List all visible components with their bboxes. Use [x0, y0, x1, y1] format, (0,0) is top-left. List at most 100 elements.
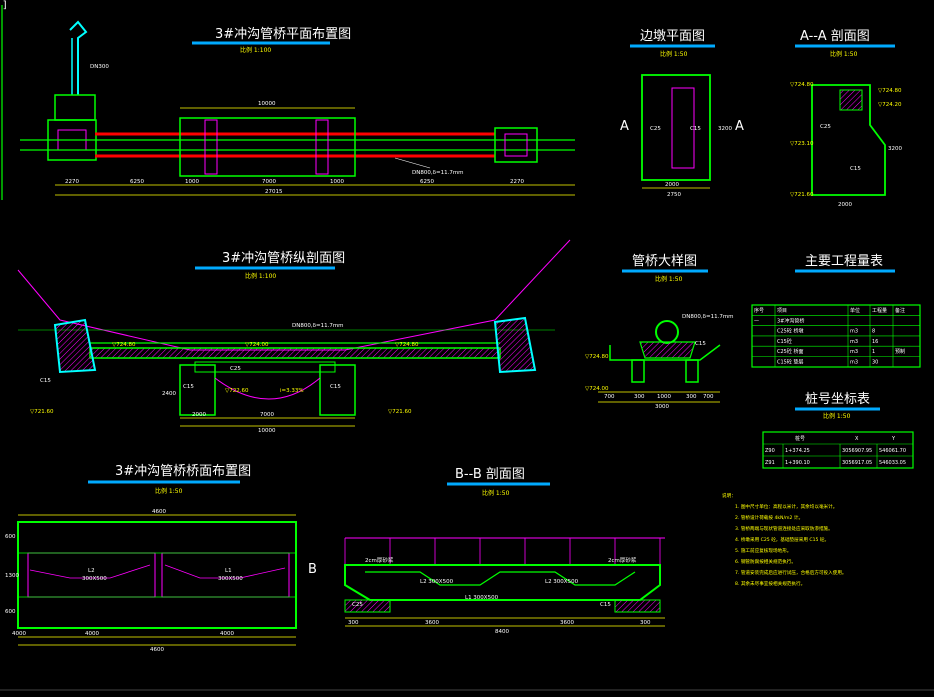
- bridge-plan: 3#冲沟管桥桥面布置图 比例 1:50 L2 300X500 L1 300X50…: [5, 464, 297, 653]
- notes-line: 2. 管桥设计荷载按 4kN/m2 计。: [735, 514, 803, 521]
- section-bb-title: B--B 剖面图: [455, 467, 525, 482]
- plan-dim-4: 7000: [262, 179, 276, 185]
- notes-line: 6. 钢管防腐按相关规范执行。: [735, 558, 796, 565]
- quantities-cell: 30: [872, 360, 878, 366]
- section-aa-pipe-seat: [839, 89, 863, 111]
- long-el-mid: ▽724.00: [245, 342, 269, 348]
- coords-table: [762, 431, 914, 469]
- notes: 说明： 1. 图中尺寸单位：高程以米计，其余均以毫米计。2. 管桥设计荷载按 4…: [722, 492, 847, 587]
- quantities-cell: C15砼 垫层: [777, 359, 803, 366]
- bb-l2a: L2 300X500: [420, 579, 454, 585]
- plan-bridge-outer: [179, 117, 356, 177]
- section-bb-scale: 比例 1:50: [482, 489, 510, 497]
- bb-slab-right: 2cm厚砂浆: [608, 556, 637, 564]
- bridge-plan-left-2: 1300: [5, 573, 19, 579]
- long-pier-left: [179, 364, 216, 416]
- notes-line: 8. 其余未尽事宜按相关规范执行。: [735, 580, 805, 587]
- plan-title: 3#冲沟管桥平面布置图: [215, 27, 351, 42]
- detail-el-1: ▽724.80: [585, 354, 609, 360]
- long-el-low-left: ▽721.60: [30, 409, 54, 415]
- coords-cell: Z91: [765, 460, 775, 466]
- bb-d2: 3600: [425, 620, 439, 626]
- quantities-cell: m3: [850, 360, 858, 366]
- quantities-cell: 项目: [777, 308, 787, 314]
- quantities-cell: 预制: [895, 348, 905, 355]
- detail-beam-left: [631, 359, 645, 383]
- long-pipe-label: DN800,δ=11.7mm: [292, 323, 344, 329]
- bridge-plan-leader-l2: [29, 564, 151, 579]
- coords-cell: 546061.70: [879, 448, 906, 454]
- quantities-cell: 单位: [850, 307, 860, 314]
- inlet-label: DN300: [90, 64, 109, 70]
- plan-dim-total: 27015: [265, 189, 283, 195]
- plan-pipe-leader: [394, 157, 431, 169]
- bridge-plan-l2-size: 300X500: [82, 576, 107, 582]
- aa-el-1: ▽724.80: [790, 82, 814, 88]
- detail-d3: 1000: [657, 394, 671, 400]
- detail-c15: C15: [695, 341, 706, 347]
- quantities-cell: C15砼: [777, 338, 792, 345]
- quantities-cell: m3: [850, 339, 858, 345]
- bb-total: 8400: [495, 629, 509, 635]
- mark-b: B: [308, 562, 317, 577]
- aa-height: 3200: [888, 146, 902, 152]
- notes-line: 4. 桥墩采用 C25 砼，基础垫层采用 C15 砼。: [735, 536, 829, 543]
- plan-pipe-label: DN800,δ=11.7mm: [412, 170, 464, 176]
- bridge-plan-outer: [17, 521, 297, 629]
- aa-el-5: ▽721.60: [790, 192, 814, 198]
- plan-dim-3: 1000: [185, 179, 199, 185]
- mark-a-right: A: [735, 119, 744, 134]
- long-left-abutment: [53, 318, 97, 374]
- detail-pipe-label: DN800,δ=11.7mm: [682, 314, 734, 320]
- section-aa-scale: 比例 1:50: [830, 50, 858, 58]
- coords-cell: 1+374.25: [785, 448, 810, 454]
- abutment-height: 3200: [718, 126, 732, 132]
- coords-cell: 3056907.95: [842, 448, 872, 454]
- bridge-plan-btotal: 4600: [150, 647, 164, 653]
- bridge-plan-title: 3#冲沟管桥桥面布置图: [115, 464, 251, 479]
- abutment-outer: [641, 74, 711, 181]
- quantities-cell: 1: [872, 349, 875, 355]
- bridge-plan-b1: 4000: [12, 631, 26, 637]
- detail-el-2: ▽724.00: [585, 386, 609, 392]
- longitudinal-section: 3#冲沟管桥纵剖面图 比例 1:100 DN800,δ=11.7mm ▽724.…: [17, 239, 571, 434]
- long-dim-c: 7000: [260, 412, 274, 418]
- long-slope: i=3.33%: [280, 388, 304, 394]
- long-deck: [89, 347, 501, 359]
- bb-slab-left: 2cm厚砂浆: [365, 556, 394, 564]
- section-aa: A--A 剖面图 比例 1:50 ▽724.80 ▽724.80 ▽724.20…: [790, 29, 902, 208]
- plan-right-inner: [504, 133, 528, 157]
- section-bb: B--B 剖面图 比例 1:50 B 2cm厚砂浆 2cm厚砂浆 L2 300X…: [308, 467, 665, 635]
- long-el-bottom: ▽722.60: [225, 388, 249, 394]
- quantities-cell: m3: [850, 329, 858, 335]
- plan-right-abutment: [494, 127, 538, 163]
- coords-title: 桩号坐标表: [805, 392, 870, 407]
- long-c15-a: C15: [183, 384, 194, 390]
- bridge-plan-left-3: 600: [5, 609, 16, 615]
- quantities-cell: 序号: [754, 307, 764, 314]
- detail-pipe-circle: [655, 320, 679, 344]
- long-c25: C25: [230, 366, 241, 372]
- abutment-inner: [671, 87, 695, 169]
- section-aa-body: [811, 84, 886, 196]
- abutment-title: 边墩平面图: [640, 29, 705, 44]
- notes-lines: 1. 图中尺寸单位：高程以米计，其余均以毫米计。2. 管桥设计荷载按 4kN/m…: [735, 503, 847, 587]
- long-c15-b: C15: [330, 384, 341, 390]
- plan-pier-right: [315, 119, 329, 175]
- detail-d4: 300: [686, 394, 697, 400]
- bridge-plan-top-dim: 4600: [152, 509, 166, 515]
- bb-base-left: [344, 599, 391, 613]
- mark-a-left: A: [620, 119, 629, 134]
- long-pier-right: [319, 364, 356, 416]
- quantities-cell: 8: [872, 329, 875, 335]
- aa-el-3: ▽724.20: [878, 102, 902, 108]
- long-channel: [214, 377, 321, 400]
- abutment-plan: 边墩平面图 比例 1:50 A A C25 C15 2000 2750 3200: [620, 29, 744, 198]
- section-aa-title: A--A 剖面图: [800, 29, 870, 44]
- coords-cell: 3056917.05: [842, 460, 872, 466]
- plan-dim-2: 6250: [130, 179, 144, 185]
- coords-cell: Z90: [765, 448, 775, 454]
